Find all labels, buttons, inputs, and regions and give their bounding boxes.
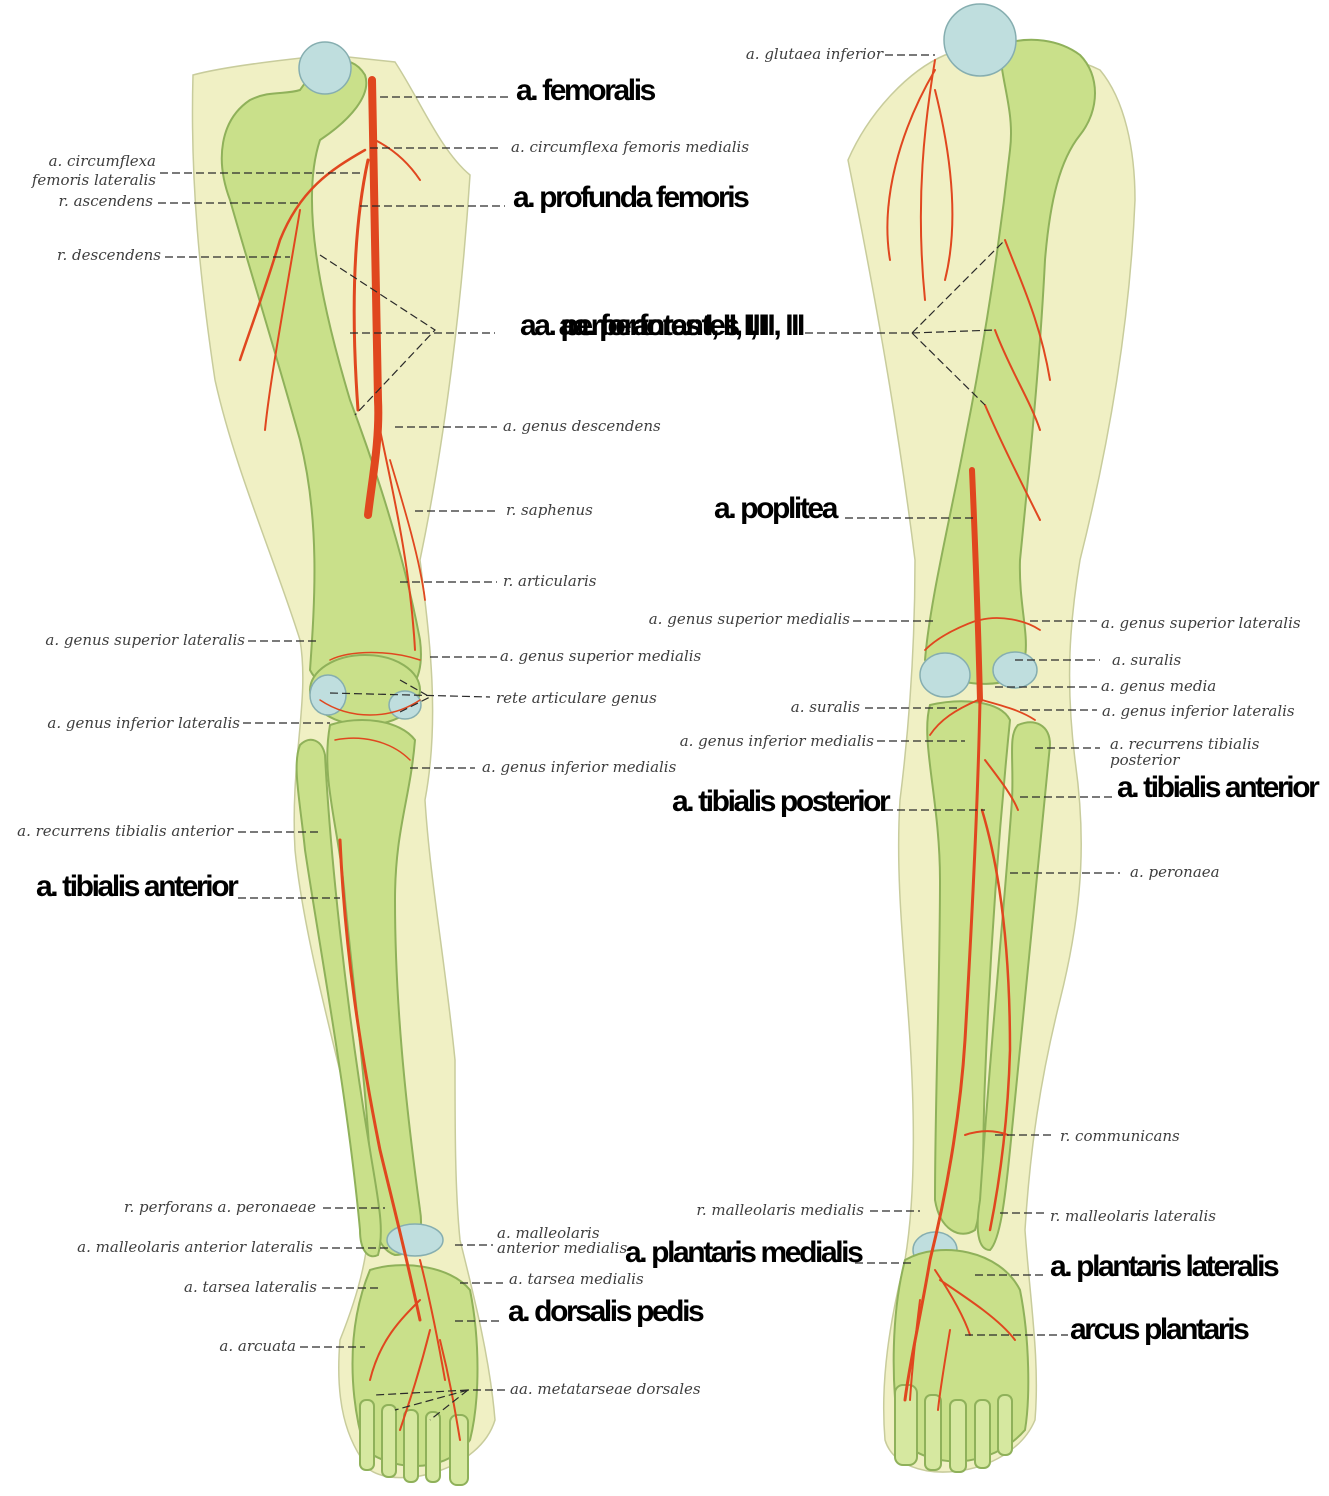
label-a-tarsea-medialis: a. tarsea medialis: [509, 1270, 644, 1288]
label-a-glutaea-inferior: a. glutaea inferior: [746, 45, 884, 63]
big-toe: [450, 1415, 468, 1485]
toe: [360, 1400, 374, 1470]
label-r-malleolaris-medialis: r. malleolaris medialis: [696, 1201, 864, 1219]
anterior-ankle-cartilage: [387, 1224, 443, 1256]
label-r-ascendens: r. ascendens: [59, 192, 154, 210]
label-a-recurrens-tibialis-line2: posterior: [1110, 751, 1180, 769]
label-a-malleolaris-anterior-lateralis: a. malleolaris anterior lateralis: [77, 1238, 313, 1256]
label-a-plantaris-lateralis: a. plantaris lateralis: [1050, 1250, 1279, 1283]
label-a-genus-inferior-medialis: a. genus inferior medialis: [482, 758, 677, 776]
label-a-genus-superior-medialis-posterior: a. genus superior medialis: [649, 610, 851, 628]
label-r-descendens: r. descendens: [57, 246, 161, 264]
label-aa-perforantes-posterior: aa. perforantes I, II, III: [559, 309, 804, 342]
anterior-leg-illustration: [192, 42, 495, 1485]
label-r-communicans: r. communicans: [1060, 1127, 1180, 1145]
anterior-knee-cartilage-lateral: [310, 675, 346, 715]
label-a-suralis-left: a. suralis: [791, 698, 861, 716]
label-arcus-plantaris: arcus plantaris: [1070, 1313, 1249, 1346]
anterior-femoral-head: [299, 42, 351, 94]
label-a-peronaea: a. peronaea: [1130, 863, 1220, 881]
label-a-circumflexa-femoris-medialis: a. circumflexa femoris medialis: [511, 138, 749, 156]
toe: [998, 1395, 1012, 1455]
label-r-saphenus: r. saphenus: [506, 501, 593, 519]
toe: [426, 1412, 440, 1482]
label-a-circumflexa-line1: a. circumflexa: [49, 152, 156, 170]
label-a-circumflexa-line2: femoris lateralis: [31, 171, 156, 189]
label-a-suralis-right: a. suralis: [1112, 651, 1182, 669]
label-r-perforans-a-peronaeae: r. perforans a. peronaeae: [124, 1198, 316, 1216]
label-a-poplitea: a. poplitea: [714, 492, 839, 525]
label-a-recurrens-tibialis-anterior: a. recurrens tibialis anterior: [17, 822, 234, 840]
label-r-malleolaris-lateralis: r. malleolaris lateralis: [1050, 1207, 1216, 1225]
posterior-knee-cartilage-medial: [920, 653, 970, 697]
toe: [382, 1405, 396, 1477]
label-a-genus-superior-lateralis: a. genus superior lateralis: [45, 631, 245, 649]
label-a-malleolaris-line2: anterior medialis: [497, 1239, 627, 1257]
label-a-genus-media: a. genus media: [1101, 677, 1216, 695]
label-a-tibialis-anterior-left: a. tibialis anterior: [36, 870, 239, 903]
label-a-femoralis: a. femoralis: [516, 74, 656, 107]
label-a-genus-inferior-lateralis: a. genus inferior lateralis: [47, 714, 240, 732]
label-a-genus-descendens: a. genus descendens: [503, 417, 661, 435]
label-a-genus-inferior-medialis-posterior: a. genus inferior medialis: [680, 732, 875, 750]
label-a-plantaris-medialis: a. plantaris medialis: [625, 1236, 863, 1269]
toe: [404, 1410, 418, 1482]
label-rete-articulare-genus: rete articulare genus: [496, 689, 657, 707]
label-a-tarsea-lateralis: a. tarsea lateralis: [184, 1278, 317, 1296]
label-a-dorsalis-pedis: a. dorsalis pedis: [508, 1295, 704, 1328]
label-a-genus-superior-lateralis-posterior: a. genus superior lateralis: [1101, 614, 1301, 632]
label-a-profunda-femoris: a. profunda femoris: [513, 181, 749, 214]
label-a-genus-inferior-lateralis-posterior: a. genus inferior lateralis: [1102, 702, 1295, 720]
label-r-articularis: r. articularis: [503, 572, 597, 590]
label-aa-metatarseae-dorsales: aa. metatarseae dorsales: [510, 1380, 701, 1398]
posterior-knee-cartilage-lateral: [993, 652, 1037, 688]
label-a-genus-superior-medialis: a. genus superior medialis: [500, 647, 702, 665]
posterior-femoral-head: [944, 4, 1016, 76]
toe: [975, 1400, 990, 1468]
label-a-arcuata: a. arcuata: [219, 1337, 296, 1355]
label-a-tibialis-posterior: a. tibialis posterior: [672, 785, 891, 818]
label-a-tibialis-anterior-right: a. tibialis anterior: [1117, 771, 1320, 804]
toe: [950, 1400, 966, 1472]
